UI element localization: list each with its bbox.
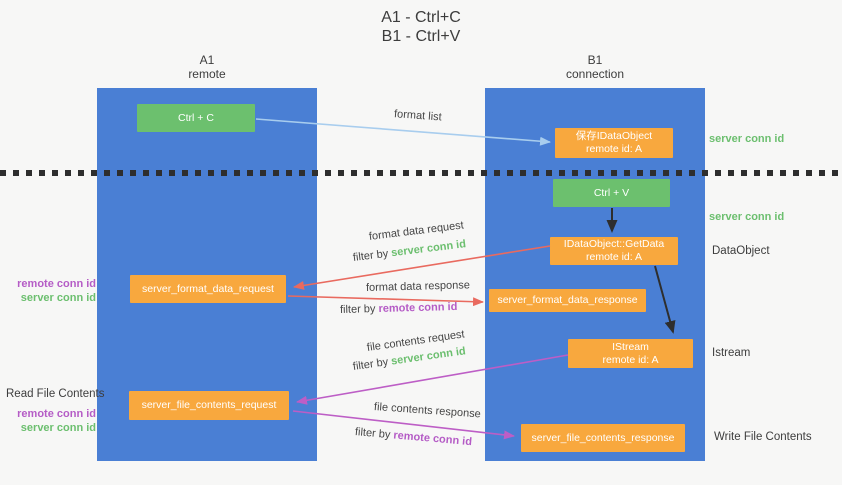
read-file-contents-label: Read File Contents [6,388,105,400]
format-request-label: server_format_data_request [142,282,274,295]
left-format-conn-ids: remote conn id server conn id [6,277,96,305]
istream-line2: remote id: A [602,353,659,366]
diagram-title: A1 - Ctrl+C B1 - Ctrl+V [0,8,842,46]
server-conn-id-ref: server conn id [390,238,467,260]
lane-a-role: remote [188,67,226,81]
istream-side-label: Istream [712,347,751,359]
node-ctrl-c: Ctrl + C [137,104,255,132]
lane-b-header: B1 connection [485,53,705,81]
file-contents-response-label: file contents response [373,401,482,421]
filter-prefix: filter by [352,356,389,373]
left-file-conn-ids: remote conn id server conn id [6,407,96,435]
ctrl-v-label: Ctrl + V [593,186,630,199]
write-file-contents-label: Write File Contents [714,431,812,443]
machine-boundary-dotted-line [0,170,842,176]
getdata-line2: remote id: A [585,251,643,263]
ctrl-c-label: Ctrl + C [178,111,214,124]
file-response-label: server_file_contents_response [531,431,675,444]
format-data-response-label: format data response [365,279,471,294]
title-line-copy: A1 - Ctrl+C [381,9,461,26]
remote-conn-id-label: remote conn id [17,278,96,290]
server-conn-id-label: server conn id [20,292,96,304]
lane-b-id: B1 [587,53,603,67]
save-idataobject-line1: 保存IDataObject [575,130,653,142]
node-istream: IStream remote id: A [568,339,693,368]
file-request-label: server_file_contents_request [141,399,277,411]
lane-b-role: connection [565,67,625,81]
dataobject-label: DataObject [712,245,770,257]
title-line-paste: B1 - Ctrl+V [381,28,461,45]
save-idataobject-line2: remote id: A [585,143,643,155]
remote-conn-id-ref: remote conn id [392,429,473,449]
file-contents-response-filter: filter by remote conn id [354,426,472,448]
server-conn-id-label-top: server conn id [709,133,785,145]
node-save-idataobject: 保存IDataObject remote id: A [555,128,673,158]
filter-prefix: filter by [354,426,391,442]
lane-a-id: A1 [199,53,215,67]
istream-line1: IStream [612,340,649,353]
format-data-response-filter: filter by remote conn id [340,301,458,316]
filter-prefix: filter by [352,247,389,264]
node-server-format-data-response: server_format_data_response [489,289,646,312]
filter-prefix: filter by [339,303,376,316]
format-list-label: format list [393,108,443,124]
getdata-line1: IDataObject::GetData [563,238,665,250]
remote-conn-id-ref: remote conn id [378,300,458,315]
node-server-format-data-request: server_format_data_request [130,275,286,303]
remote-conn-id-label: remote conn id [17,408,96,420]
format-response-label: server_format_data_response [497,294,638,306]
server-conn-id-label: server conn id [20,422,96,434]
server-conn-id-label-mid: server conn id [709,211,785,223]
node-ctrl-v: Ctrl + V [553,179,670,207]
lane-a-header: A1 remote [97,53,317,81]
node-server-file-contents-request: server_file_contents_request [129,391,289,420]
node-server-file-contents-response: server_file_contents_response [521,424,685,452]
node-idataobject-getdata: IDataObject::GetData remote id: A [550,237,678,265]
